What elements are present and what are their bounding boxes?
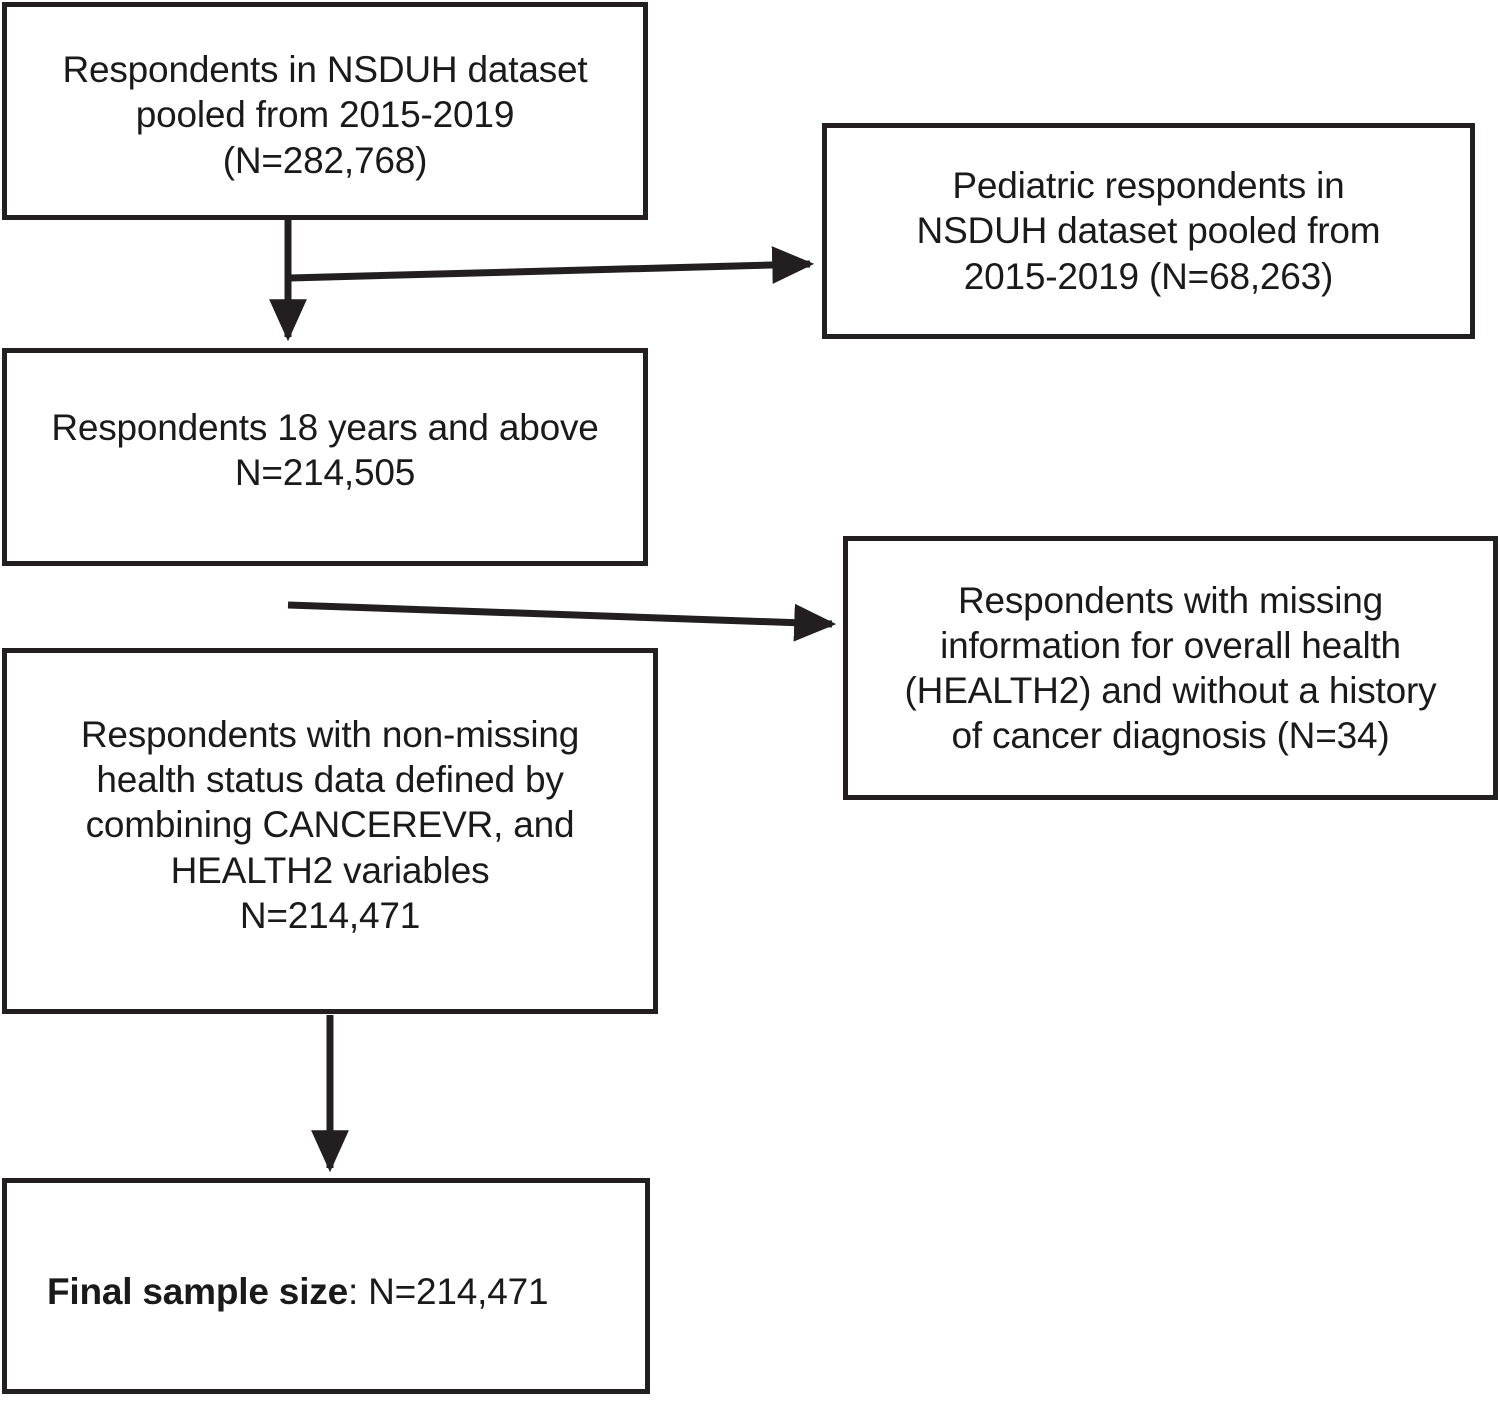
missing-information-excluded-box: Respondents with missing information for… [843, 536, 1498, 800]
adult-respondents-text: Respondents 18 years and above N=214,505 [51, 407, 599, 494]
non-missing-health-status-text: Respondents with non-missing health stat… [80, 714, 580, 936]
edge-adults-to-missing [287, 601, 837, 642]
pediatric-excluded-text: Pediatric respondents in NSDUH dataset p… [916, 165, 1381, 297]
non-missing-health-status-box: Respondents with non-missing health stat… [2, 648, 658, 1014]
total-respondents-text: Respondents in NSDUH dataset pooled from… [62, 49, 588, 181]
total-respondents-box: Respondents in NSDUH dataset pooled from… [2, 2, 648, 220]
pediatric-excluded-box: Pediatric respondents in NSDUH dataset p… [822, 123, 1475, 339]
missing-information-excluded-text: Respondents with missing information for… [904, 579, 1437, 757]
final-sample-size-label: Final sample size [47, 1271, 348, 1313]
final-sample-size-box: Final sample size: N=214,471 [2, 1178, 650, 1394]
final-sample-size-value: : N=214,471 [347, 1271, 549, 1313]
edge-total-to-pediatric [289, 246, 815, 284]
final-sample-size-text: Final sample size: N=214,471 [7, 1269, 645, 1314]
adult-respondents-box: Respondents 18 years and above N=214,505 [2, 348, 648, 566]
